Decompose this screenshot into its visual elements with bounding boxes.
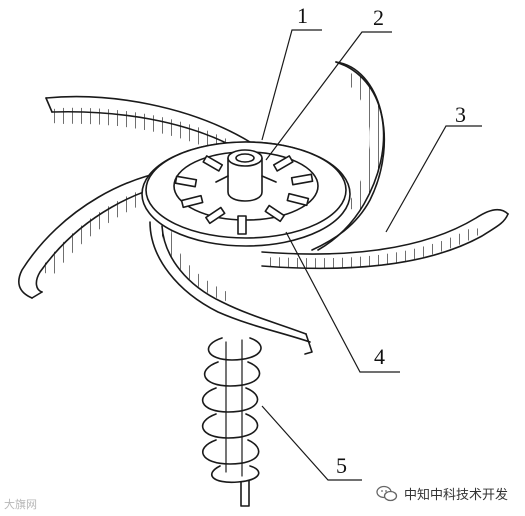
auger-screw [201,337,262,484]
leader-lines [261,29,482,481]
upper-right-arm [311,61,385,251]
lower-arm [149,221,313,355]
watermark-right-text: 中知中科技术开发 [404,488,509,503]
label-part-2: 2 [373,5,384,30]
label-part-3: 3 [455,102,466,127]
watermark-left: 大旗网 [4,498,37,511]
label-part-1: 1 [297,3,308,28]
wechat-bubbles-icon [376,485,398,501]
right-arm [261,208,509,270]
center-hub [215,149,277,202]
watermark-right: 中知中科技术开发 [376,484,508,503]
disc-vents [174,155,314,235]
label-part-4: 4 [374,344,385,369]
label-part-5: 5 [336,453,347,478]
